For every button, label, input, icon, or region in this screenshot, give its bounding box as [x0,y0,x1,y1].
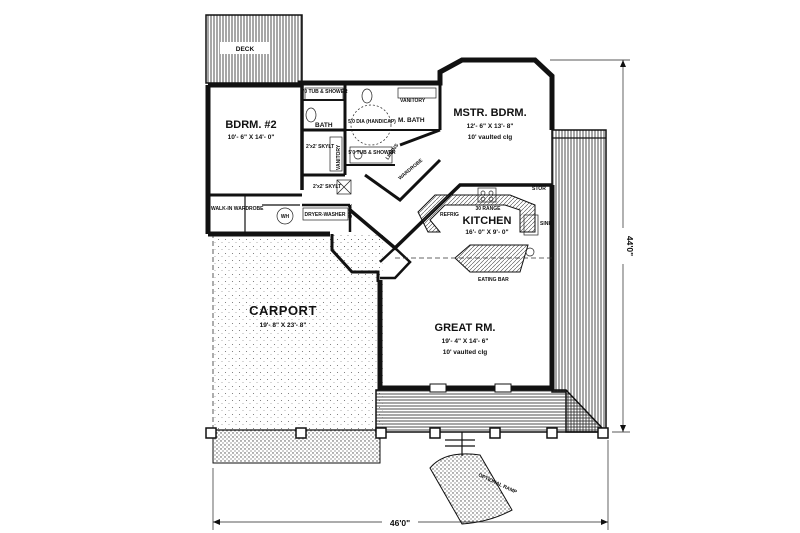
depth-dimension: 44'0" [625,236,635,256]
master-bedroom-name: MSTR. BDRM. [453,107,526,119]
great-room-name: GREAT RM. [435,322,496,334]
handicap-label: 5'0 DIA (HANDICAP) [348,119,396,125]
side-deck [551,129,607,433]
master-bedroom-note: 10' vaulted clg [468,134,513,141]
master-bath-label: M. BATH [398,117,425,124]
carport [212,233,383,464]
carport-name: CARPORT [249,303,317,318]
storage-right-label: STOR [532,186,546,192]
kitchen-size: 16'- 0" X 9'- 0" [465,229,508,236]
tub-shower-left-label: 5'0 TUB & SHOWER [300,89,348,95]
water-heater-label: WH [281,214,290,220]
vanitory-side-label: VANITORY [336,144,342,170]
storage-left-label: STOR [348,204,354,218]
skylight-top-label: 2'x2' SKYLT [306,144,334,150]
great-room-size: 19'- 4" X 14'- 6" [442,338,489,345]
great-room-note: 10' vaulted clg [443,349,488,356]
bath-label: BATH [315,122,333,129]
walkin-wardrobe-label: WALK-IN WARDROBE [211,206,264,212]
tub-shower-right-label: 5'0 TUB & SHOWER [348,150,396,156]
width-dimension: 46'0" [390,518,410,528]
vanitory-top-label: VANITORY [400,98,426,104]
exterior-walls [205,57,555,391]
deck-label: DECK [236,46,255,53]
refrigerator-label: REFRIG [440,212,459,218]
front-porch [375,389,608,433]
sink-label: SINK [540,221,552,227]
master-bedroom-size: 12'- 6" X 13'- 8" [467,123,514,130]
dryer-washer-label: DRYER-WASHER [305,212,346,218]
range-label: 30 RANGE [475,206,501,212]
bedroom2-name: BDRM. #2 [225,119,276,131]
carport-size: 19'- 8" X 23'- 8" [260,322,307,329]
room-labels: BDRM. #2 10'- 6" X 14'- 0" MSTR. BDRM. 1… [225,107,526,356]
posts [205,427,609,439]
steps-and-ramp: OPTIONAL RAMP [429,432,518,525]
eating-bar-label: EATING BAR [478,277,509,283]
skylight-mid-label: 2'x2' SKYLT [313,184,341,190]
bedroom2-size: 10'- 6" X 14'- 0" [228,134,275,141]
dimension-lines: 46'0" 44'0" [212,59,635,530]
deck: DECK [205,14,303,84]
kitchen-name: KITCHEN [463,215,512,227]
